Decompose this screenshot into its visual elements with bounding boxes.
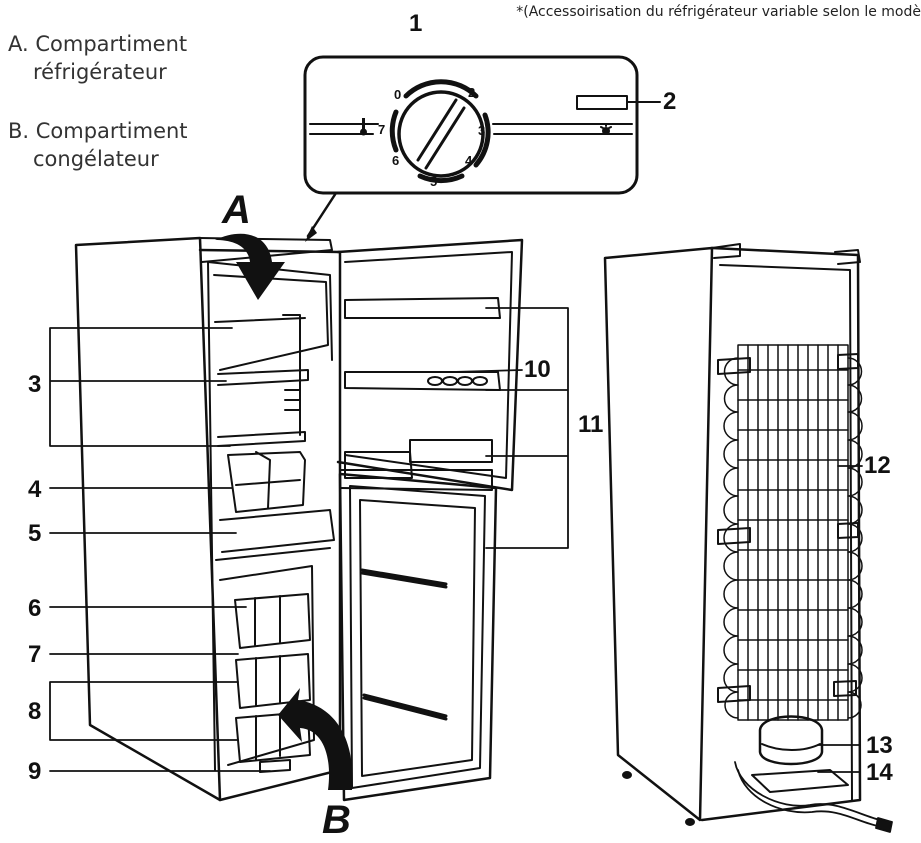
callout-3: 3 <box>28 371 42 398</box>
legend-fridge-line2: réfrigérateur <box>33 60 167 84</box>
compressor <box>758 715 824 766</box>
callout-7: 7 <box>28 641 42 668</box>
label-a: A <box>222 188 251 232</box>
dial-6: 6 <box>392 153 400 168</box>
legend-fridge: A. Compartiment réfrigérateur <box>8 30 187 86</box>
dial-0: 0 <box>394 87 402 102</box>
dial-5: 5 <box>430 174 438 189</box>
thermometer-icon <box>360 118 367 136</box>
callout-13: 13 <box>866 732 893 759</box>
arrow-b <box>278 688 353 790</box>
condenser-grid <box>723 344 863 721</box>
legend-freezer: B. Compartiment congélateur <box>8 117 188 173</box>
dial-2: 2 <box>468 85 476 100</box>
callout-11: 11 <box>578 411 604 438</box>
legend-fridge-line1: A. Compartiment <box>8 32 188 56</box>
callout-1: 1 <box>409 10 423 37</box>
arrow-a <box>215 233 285 300</box>
callout-5: 5 <box>28 520 42 547</box>
egg-tray <box>427 376 488 386</box>
callout-14: 14 <box>866 759 893 786</box>
callout-8: 8 <box>28 698 42 725</box>
label-b: B <box>322 798 351 842</box>
callout-6: 6 <box>28 595 42 622</box>
callout-12: 12 <box>864 452 891 479</box>
fridge-front <box>74 236 524 802</box>
callout-4: 4 <box>28 476 42 503</box>
dial-4: 4 <box>465 153 473 168</box>
light-switch <box>576 95 628 110</box>
power-cord <box>734 761 893 833</box>
dial-7: 7 <box>378 122 386 137</box>
legend-freezer-line2: congélateur <box>33 147 159 171</box>
callout-10: 10 <box>524 356 551 383</box>
thermostat-knob <box>389 79 491 184</box>
callout-9: 9 <box>28 758 42 785</box>
callout-2: 2 <box>663 88 677 115</box>
leader-lines <box>49 307 863 773</box>
fridge-rear <box>603 243 893 833</box>
legend-freezer-line1: B. Compartiment <box>8 119 188 143</box>
model-note: *(Accessoirisation du réfrigérateur vari… <box>516 4 921 20</box>
light-icon <box>600 123 612 135</box>
dial-3: 3 <box>478 123 486 138</box>
thermostat-panel <box>303 55 661 242</box>
